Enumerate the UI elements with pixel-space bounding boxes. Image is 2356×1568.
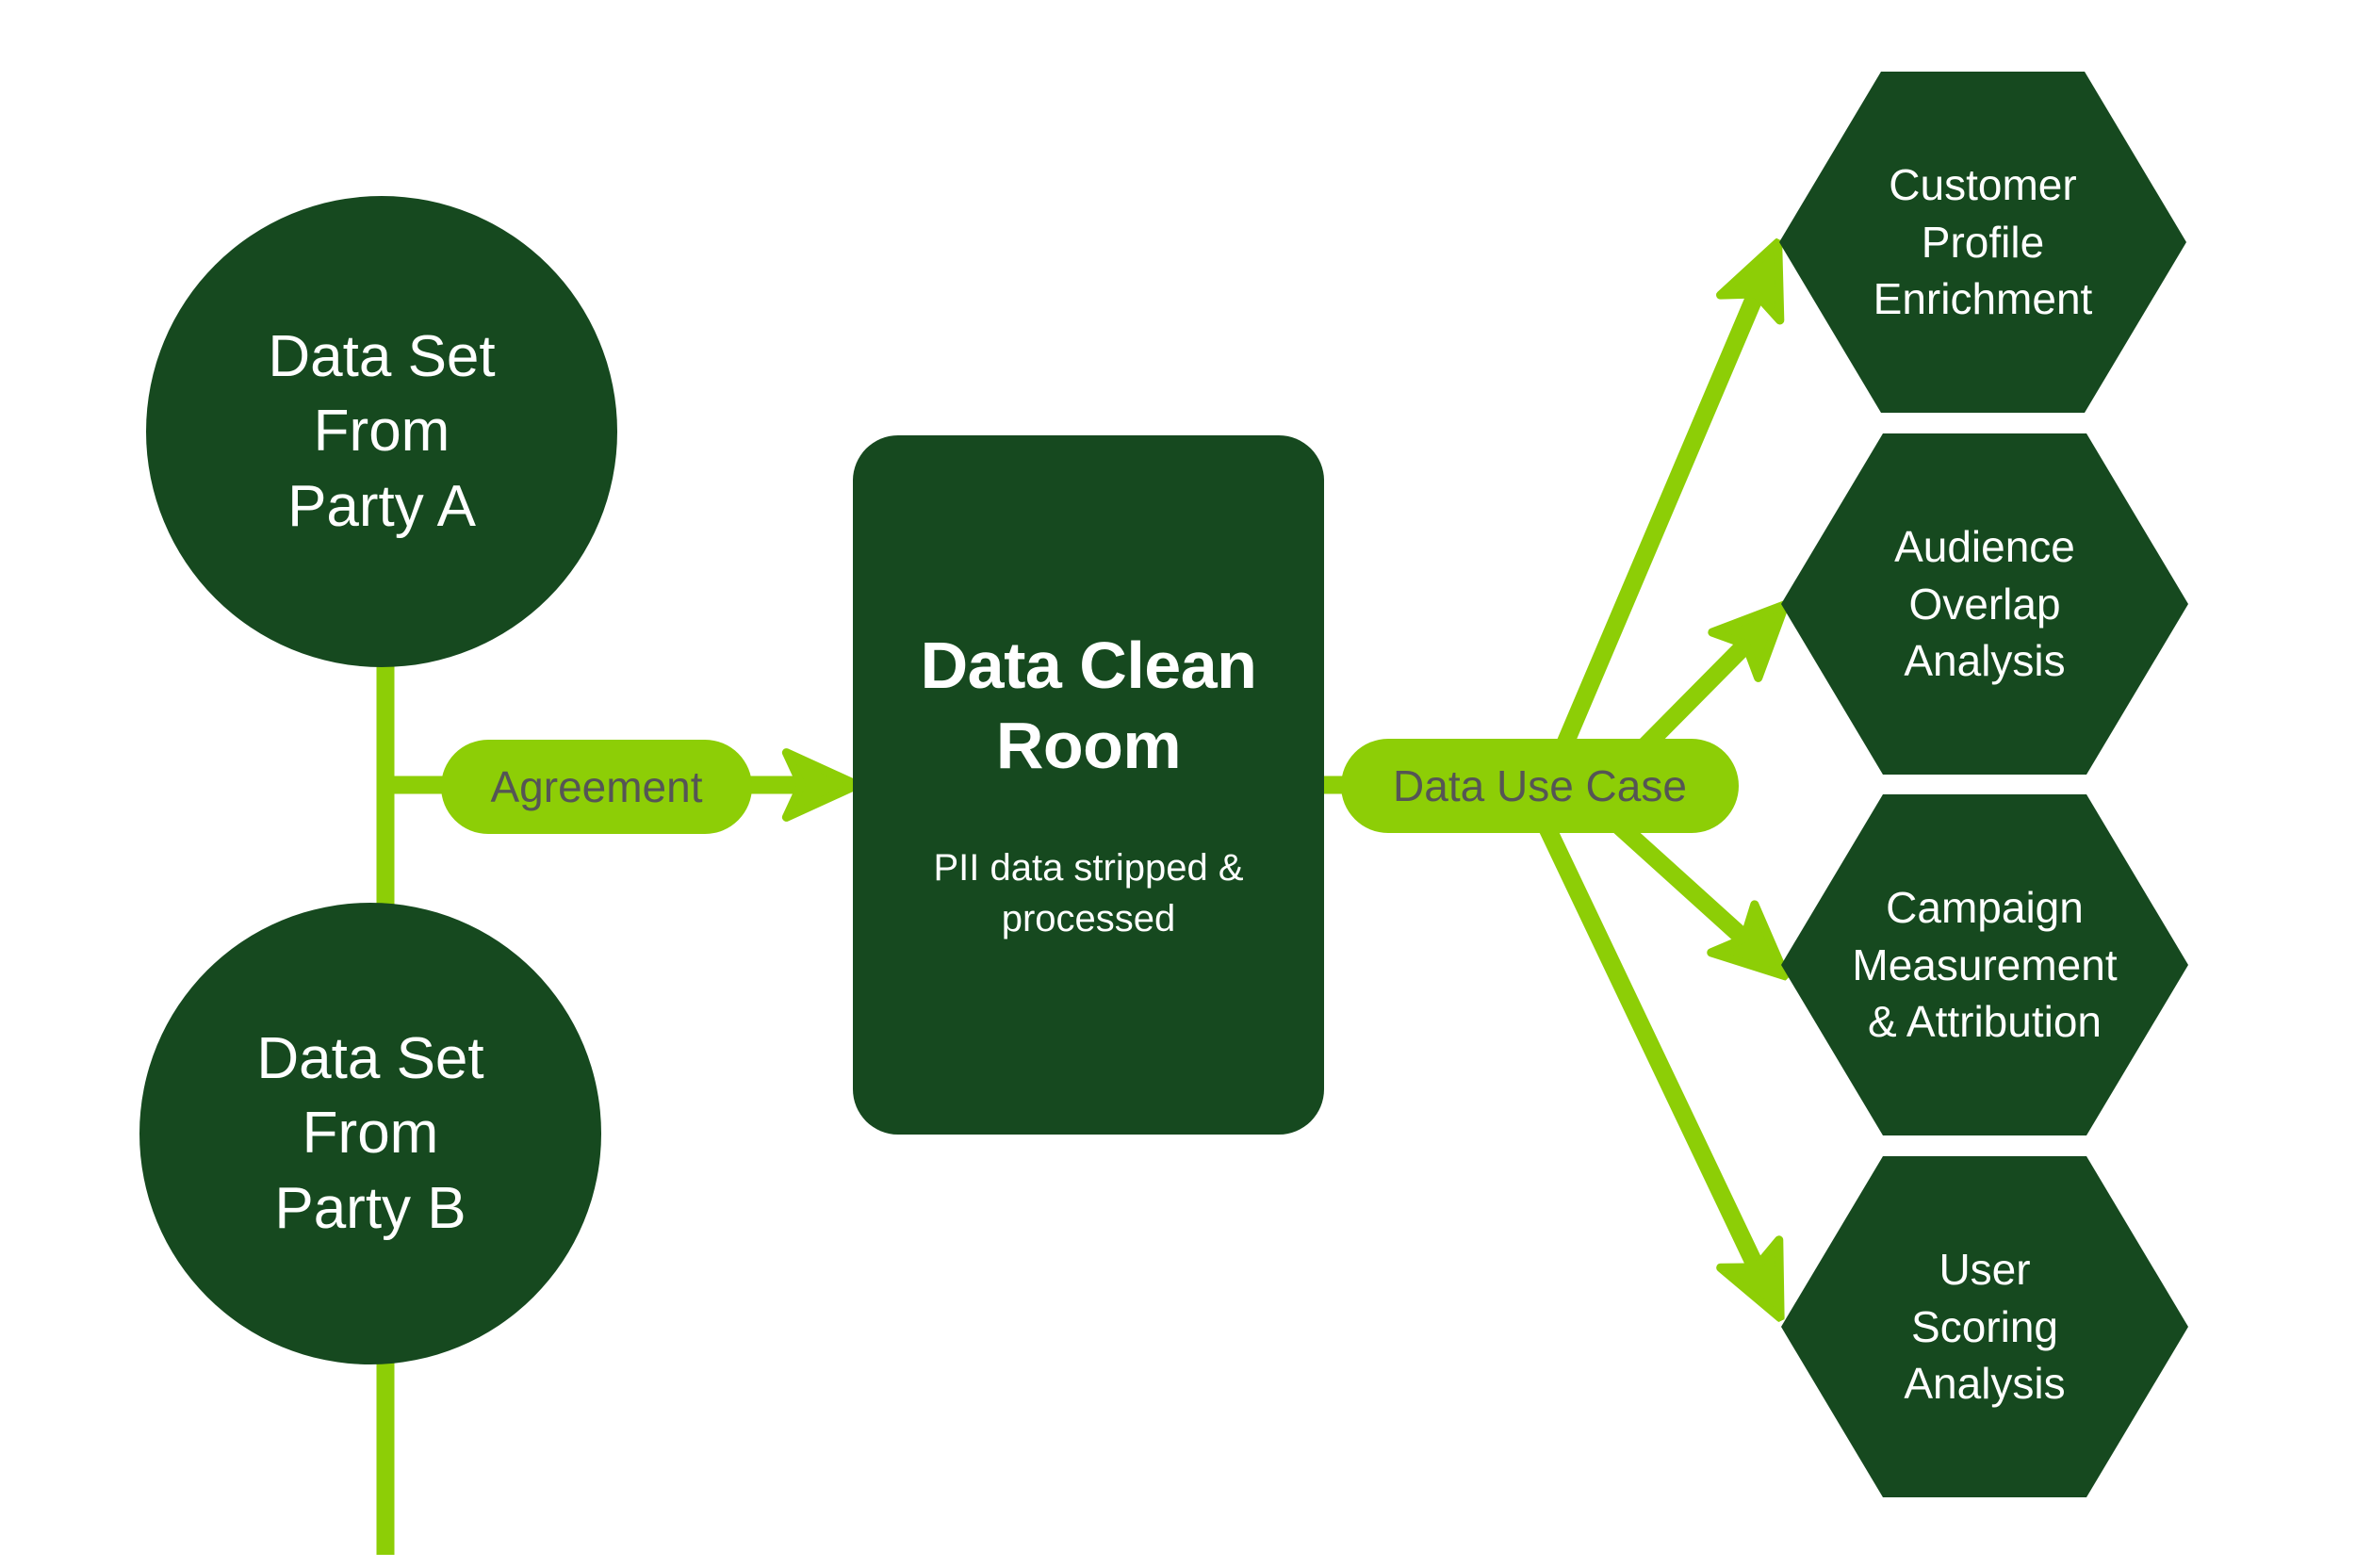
source-node-party-a-line-2: From [313, 399, 450, 465]
data-clean-room-title-line-2: Room [995, 709, 1182, 782]
source-node-party-b-line-3: Party B [274, 1175, 466, 1241]
data-clean-room-title: Data Clean Room [853, 626, 1324, 787]
use-case-node-user-scoring-analysis[interactable]: User Scoring Analysis [1781, 1156, 2188, 1497]
source-node-party-a[interactable]: Data Set From Party A [146, 196, 617, 667]
use-case-0-line-3: Enrichment [1873, 274, 2093, 324]
use-case-0-line-2: Profile [1921, 217, 2045, 267]
use-case-2-line-1: Campaign [1886, 882, 2084, 932]
data-clean-room-subtitle-line-1: PII data stripped [933, 847, 1208, 890]
use-case-3-line-3: Analysis [1904, 1359, 2066, 1409]
use-case-1-line-3: Analysis [1904, 636, 2066, 686]
source-node-party-b-line-2: From [302, 1101, 439, 1167]
use-case-node-customer-profile-enrichment[interactable]: Customer Profile Enrichment [1779, 72, 2186, 413]
data-clean-room-title-line-1: Data Clean [920, 628, 1257, 702]
source-node-party-b[interactable]: Data Set From Party B [139, 903, 601, 1364]
data-clean-room-subtitle: PII data stripped & processed [853, 842, 1324, 944]
source-node-party-a-line-3: Party A [287, 473, 476, 539]
use-case-node-campaign-measurement-attribution[interactable]: Campaign Measurement & Attribution [1781, 794, 2188, 1135]
agreement-label-text: Agreement [490, 762, 703, 811]
use-case-2-line-3: & Attribution [1867, 997, 2102, 1047]
use-case-3-line-2: Scoring [1911, 1301, 2058, 1351]
source-node-party-a-line-1: Data Set [268, 323, 496, 389]
use-case-1-line-1: Audience [1894, 521, 2075, 571]
data-clean-room-subtitle-line-2: & processed [1001, 847, 1244, 940]
edge-use-case-to-user-scoring-analysis [1537, 820, 1775, 1308]
use-case-node-audience-overlap-analysis[interactable]: Audience Overlap Analysis [1781, 433, 2188, 775]
use-case-1-line-2: Overlap [1908, 579, 2061, 629]
edge-use-case-to-campaign-measurement-attribution [1595, 803, 1777, 969]
data-clean-room-node[interactable]: Data Clean Room PII data stripped & proc… [853, 435, 1324, 1135]
source-node-party-b-line-1: Data Set [256, 1025, 484, 1091]
edge-use-case-to-customer-profile-enrichment [1537, 253, 1774, 793]
use-case-0-line-1: Customer [1889, 159, 2077, 209]
use-case-2-line-2: Measurement [1852, 939, 2118, 989]
data-use-case-label-pill[interactable]: Data Use Case [1341, 739, 1739, 833]
data-use-case-label-text: Data Use Case [1393, 761, 1687, 810]
agreement-label-pill[interactable]: Agreement [441, 740, 752, 834]
use-case-3-line-1: User [1939, 1244, 2031, 1294]
